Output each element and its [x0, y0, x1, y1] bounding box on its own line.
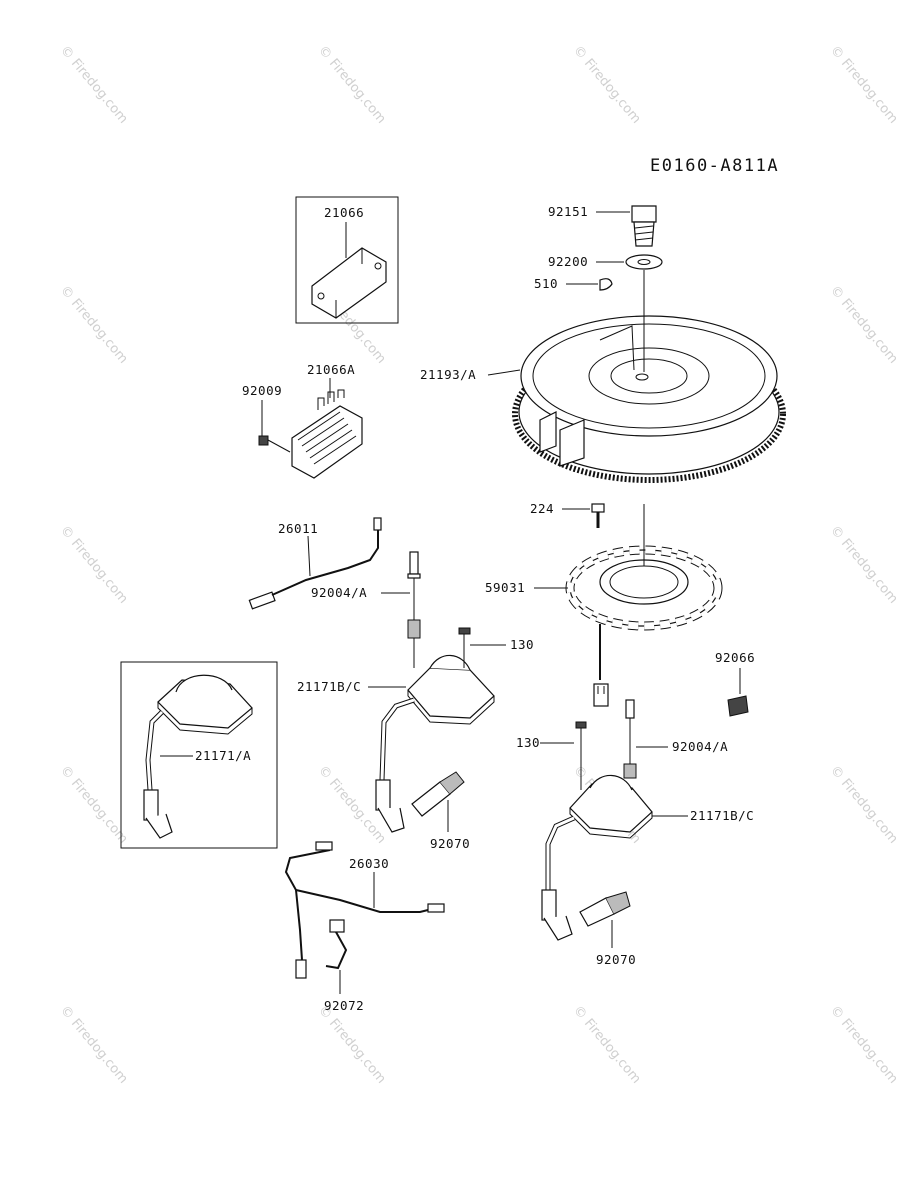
- watermark: © Firedog.com: [57, 763, 131, 847]
- callout-224: 224: [530, 501, 554, 516]
- part-21066-bracket: [295, 196, 399, 324]
- watermark: © Firedog.com: [57, 523, 131, 607]
- watermark: © Firedog.com: [827, 283, 901, 367]
- callout-510: 510: [534, 276, 558, 291]
- callout-21171A: 21171/A: [195, 748, 251, 763]
- callout-130-right: 130: [516, 735, 540, 750]
- callout-26030: 26030: [349, 856, 389, 871]
- part-92151-bolt: [631, 205, 657, 247]
- watermark: © Firedog.com: [827, 1003, 901, 1087]
- callout-130-left: 130: [510, 637, 534, 652]
- callout-92072: 92072: [324, 998, 364, 1013]
- part-21171A-coil: [120, 661, 278, 849]
- part-510-key: [599, 278, 613, 291]
- callout-92004A-right: 92004/A: [672, 739, 728, 754]
- callout-21193A: 21193/A: [420, 367, 476, 382]
- callout-92070-right: 92070: [596, 952, 636, 967]
- part-92072-clip: [325, 919, 348, 994]
- part-21171BC-right-coil: [541, 699, 653, 941]
- callout-92009: 92009: [242, 383, 282, 398]
- watermark: © Firedog.com: [315, 43, 389, 127]
- watermarks: © Firedog.com © Firedog.com © Firedog.co…: [57, 43, 901, 1087]
- watermark: © Firedog.com: [827, 523, 901, 607]
- callout-21066: 21066: [324, 205, 364, 220]
- watermark: © Firedog.com: [57, 283, 131, 367]
- callout-26011: 26011: [278, 521, 318, 536]
- part-59031-stator: [565, 504, 723, 707]
- part-21171BC-left-coil: [375, 551, 495, 833]
- watermark: © Firedog.com: [315, 1003, 389, 1087]
- part-26030-harness: [284, 841, 445, 979]
- callout-21171BC-left: 21171B/C: [297, 679, 361, 694]
- callout-59031: 59031: [485, 580, 525, 595]
- callout-92151: 92151: [548, 204, 588, 219]
- part-92200-washer: [625, 254, 663, 270]
- watermark: © Firedog.com: [827, 763, 901, 847]
- part-92070-left-sparkplug: [411, 771, 465, 832]
- watermark: © Firedog.com: [570, 1003, 644, 1087]
- watermark: © Firedog.com: [570, 43, 644, 127]
- callout-92070-left: 92070: [430, 836, 470, 851]
- watermark: © Firedog.com: [827, 43, 901, 127]
- part-21193A-flywheel: [512, 315, 786, 483]
- callout-21066A: 21066A: [307, 362, 355, 377]
- watermark: © Firedog.com: [57, 43, 131, 127]
- watermark: © Firedog.com: [57, 1003, 131, 1087]
- callout-21171BC-right: 21171B/C: [690, 808, 754, 823]
- part-26011-lead: [248, 517, 382, 610]
- part-21066A-regulator: [291, 378, 363, 479]
- callout-92066: 92066: [715, 650, 755, 665]
- callout-92004A-left: 92004/A: [311, 585, 367, 600]
- diagram-code: E0160-A811A: [650, 156, 779, 176]
- part-92070-right-sparkplug: [579, 891, 631, 948]
- part-224-screw: [591, 503, 605, 528]
- part-92009-screw: [258, 400, 291, 453]
- part-92066-plug: [727, 668, 749, 717]
- callout-92200: 92200: [548, 254, 588, 269]
